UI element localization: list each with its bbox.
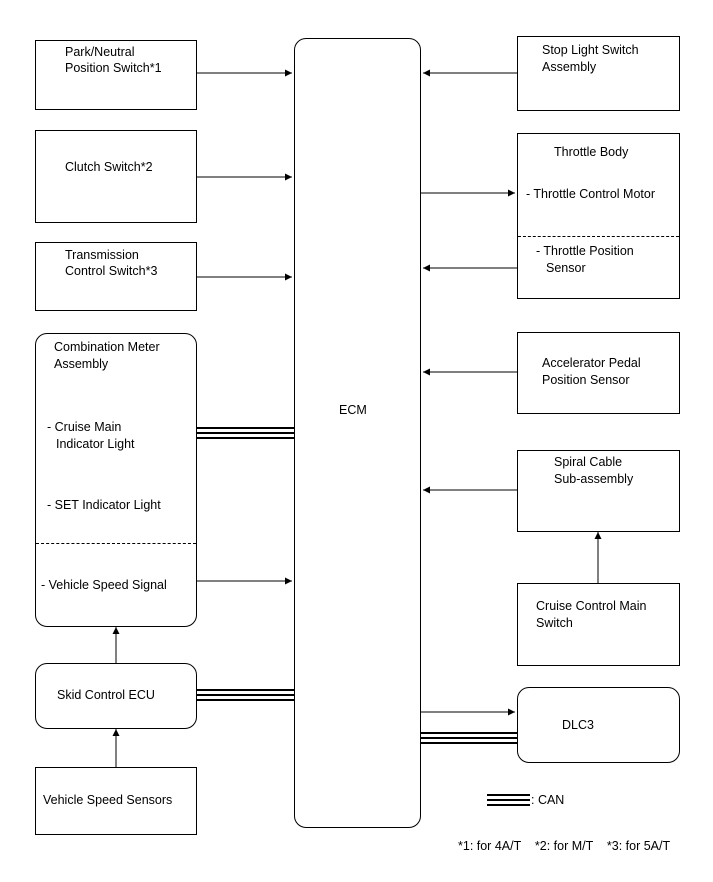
vehicle-speed-signal-label: - Vehicle Speed Signal: [41, 578, 167, 592]
stop-light-switch-box: Stop Light Switch Assembly: [517, 36, 680, 111]
can-bus-skid-ecm: [197, 689, 294, 701]
cruise-main-indicator-label-1: - Cruise Main: [47, 420, 122, 434]
skid-control-ecu-box: Skid Control ECU: [35, 663, 197, 729]
combination-meter-title-2: Assembly: [54, 357, 109, 371]
spiral-cable-box: Spiral Cable Sub-assembly: [517, 450, 680, 532]
transmission-label-1: Transmission: [65, 248, 139, 262]
can-legend-label: : CAN: [531, 793, 565, 807]
throttle-body-box: Throttle Body - Throttle Control Motor -…: [517, 133, 680, 299]
cruise-switch-label-1: Cruise Control Main: [536, 599, 647, 613]
cruise-control-main-switch-box: Cruise Control Main Switch: [517, 583, 680, 666]
set-indicator-light-label: - SET Indicator Light: [47, 498, 161, 512]
can-bus-ecm-dlc3: [421, 732, 517, 744]
spiral-cable-label-2: Sub-assembly: [554, 472, 634, 486]
accelerator-label-2: Position Sensor: [542, 373, 630, 387]
meter-divider: [36, 543, 196, 544]
throttle-position-sensor-label-1: - Throttle Position: [536, 244, 634, 258]
dlc3-label: DLC3: [562, 718, 594, 732]
clutch-switch-label: Clutch Switch*2: [65, 160, 153, 174]
transmission-control-switch-box: Transmission Control Switch*3: [35, 242, 197, 311]
combination-meter-title-1: Combination Meter: [54, 340, 160, 354]
ecm-label: ECM: [339, 403, 367, 417]
park-neutral-label-1: Park/Neutral: [65, 45, 135, 59]
clutch-switch-box: Clutch Switch*2: [35, 130, 197, 223]
stop-light-label-1: Stop Light Switch: [542, 43, 639, 57]
park-neutral-label-2: Position Switch*1: [65, 61, 162, 75]
combination-meter-box: Combination Meter Assembly - Cruise Main…: [35, 333, 197, 627]
spiral-cable-label-1: Spiral Cable: [554, 455, 623, 469]
vehicle-speed-sensors-box: Vehicle Speed Sensors: [35, 767, 197, 835]
transmission-label-2: Control Switch*3: [65, 264, 158, 278]
throttle-control-motor-label: - Throttle Control Motor: [526, 187, 655, 201]
can-legend-symbol: [487, 794, 530, 806]
can-bus-meter-ecm: [197, 427, 294, 439]
vehicle-speed-sensors-label: Vehicle Speed Sensors: [43, 793, 173, 807]
cruise-main-indicator-label-2: Indicator Light: [56, 437, 135, 451]
throttle-position-sensor-label-2: Sensor: [546, 261, 586, 275]
cruise-switch-label-2: Switch: [536, 616, 573, 630]
skid-control-ecu-label: Skid Control ECU: [57, 688, 155, 702]
stop-light-label-2: Assembly: [542, 60, 597, 74]
accelerator-label-1: Accelerator Pedal: [542, 356, 641, 370]
throttle-body-title: Throttle Body: [554, 145, 629, 159]
park-neutral-switch-box: Park/Neutral Position Switch*1: [35, 40, 197, 110]
throttle-divider: [518, 236, 679, 237]
ecm-box: ECM: [294, 38, 421, 828]
footnotes: *1: for 4A/T *2: for M/T *3: for 5A/T: [458, 839, 671, 853]
dlc3-box: DLC3: [517, 687, 680, 763]
accelerator-pedal-sensor-box: Accelerator Pedal Position Sensor: [517, 332, 680, 414]
